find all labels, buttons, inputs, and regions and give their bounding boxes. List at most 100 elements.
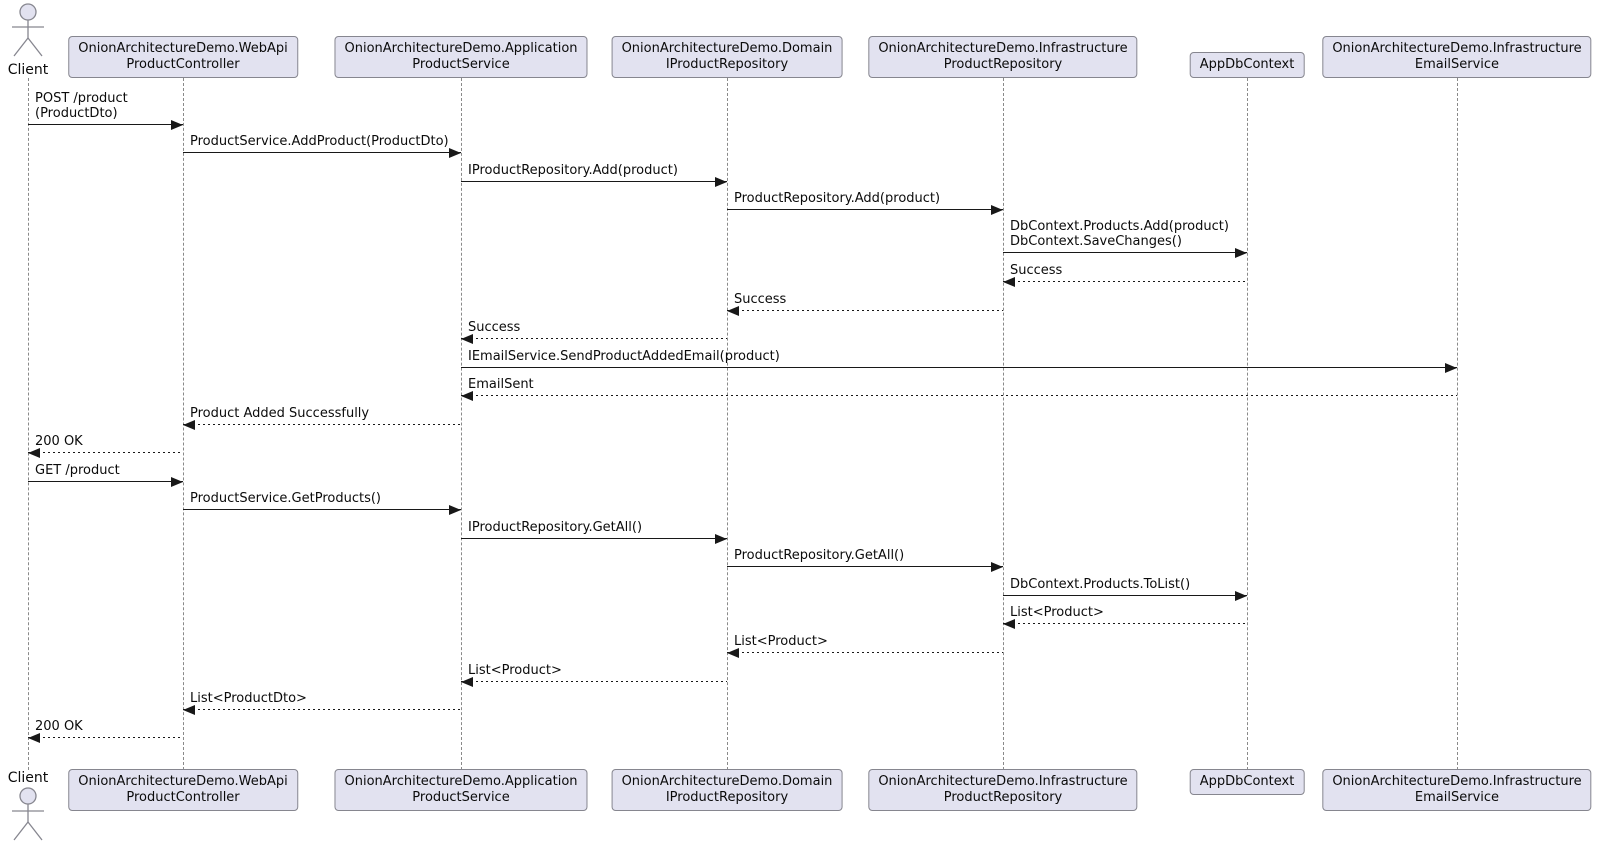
arrowhead-icon [449, 504, 461, 515]
message-label-line: (ProductDto) [35, 106, 118, 121]
arrowhead-icon [715, 176, 727, 187]
message-label: Success [734, 292, 786, 307]
message-label-line: Success [734, 292, 787, 307]
message-arrow [1003, 595, 1247, 596]
message-label-line: GET /product [35, 463, 120, 478]
message-arrow [183, 424, 461, 425]
participant-label: OnionArchitectureDemo.Domain [621, 774, 833, 789]
message-label: List<Product> [734, 634, 828, 649]
message-label-line: POST /product [35, 91, 128, 106]
arrowhead-icon [183, 704, 195, 715]
participant-label: AppDbContext [1199, 57, 1295, 72]
message-label: IProductRepository.GetAll() [468, 520, 642, 535]
message-label: Success [468, 320, 520, 335]
participant-label: OnionArchitectureDemo.Infrastructure [1332, 41, 1582, 56]
actor-figure [5, 2, 51, 62]
message-label-line: Success [468, 320, 521, 335]
participant-label: OnionArchitectureDemo.Domain [621, 41, 833, 56]
message-label: Success [1010, 263, 1062, 278]
message-label-line: Product Added Successfully [190, 406, 370, 421]
message-label: DbContext.Products.Add(product)DbContext… [1010, 219, 1229, 249]
participant-label: ProductRepository [943, 57, 1063, 72]
actor-bottom: Client [5, 770, 51, 846]
message-arrow [461, 181, 727, 182]
arrowhead-icon [449, 147, 461, 158]
message-arrow [28, 481, 183, 482]
participant-label: EmailService [1414, 790, 1500, 805]
message-arrow [727, 566, 1003, 567]
message-label-line: EmailSent [468, 377, 534, 392]
actor-top: Client [5, 2, 51, 78]
message-label: Product Added Successfully [190, 406, 369, 421]
message-label-line: List<Product> [734, 634, 828, 649]
actor-icon [12, 3, 44, 57]
message-arrow [727, 310, 1003, 311]
participant-label: IProductRepository [665, 790, 789, 805]
message-label: POST /product(ProductDto) [35, 91, 128, 121]
message-arrow [28, 452, 183, 453]
participant-label: OnionArchitectureDemo.Application [344, 41, 578, 56]
lifeline-irepo [727, 78, 728, 770]
message-arrow [461, 395, 1457, 396]
message-label: ProductService.GetProducts() [190, 491, 381, 506]
participant-label: OnionArchitectureDemo.WebApi [78, 774, 288, 789]
participant-label: OnionArchitectureDemo.Infrastructure [878, 41, 1128, 56]
message-arrow [1003, 281, 1247, 282]
arrowhead-icon [171, 119, 183, 130]
message-label: DbContext.Products.ToList() [1010, 577, 1190, 592]
message-label-line: ProductRepository.GetAll() [734, 548, 905, 563]
message-arrow [727, 652, 1003, 653]
arrowhead-icon [991, 561, 1003, 572]
participant-label: OnionArchitectureDemo.Infrastructure [1332, 774, 1582, 789]
message-label-line: 200 OK [35, 434, 83, 449]
arrowhead-icon [1003, 276, 1015, 287]
arrowhead-icon [1235, 590, 1247, 601]
arrowhead-icon [461, 676, 473, 687]
lifeline-client [28, 78, 29, 770]
message-label-line: ProductService.AddProduct(ProductDto) [190, 134, 449, 149]
message-label: 200 OK [35, 434, 83, 449]
participant-label: IProductRepository [665, 57, 789, 72]
message-arrow [183, 152, 461, 153]
arrowhead-icon [461, 390, 473, 401]
lifeline-db [1247, 78, 1248, 770]
arrowhead-icon [28, 732, 40, 743]
actor-label: Client [7, 62, 49, 78]
message-label: EmailSent [468, 377, 534, 392]
message-arrow [1003, 623, 1247, 624]
message-label-line: IProductRepository.Add(product) [468, 163, 678, 178]
lifeline-repo [1003, 78, 1004, 770]
arrowhead-icon [28, 447, 40, 458]
message-arrow [183, 509, 461, 510]
message-arrow [1003, 252, 1247, 253]
message-label: GET /product [35, 463, 120, 478]
actor-figure [5, 786, 51, 846]
arrowhead-icon [171, 476, 183, 487]
message-arrow [461, 367, 1457, 368]
participant-label: AppDbContext [1199, 774, 1295, 789]
participant-label: OnionArchitectureDemo.Application [344, 774, 578, 789]
arrowhead-icon [1445, 362, 1457, 373]
lifeline-service [461, 78, 462, 770]
message-label-line: ProductService.GetProducts() [190, 491, 381, 506]
participant-label: EmailService [1414, 57, 1500, 72]
message-label: 200 OK [35, 719, 83, 734]
message-label: List<ProductDto> [190, 691, 307, 706]
message-label: List<Product> [1010, 605, 1104, 620]
message-label-line: List<Product> [468, 663, 562, 678]
arrowhead-icon [1003, 618, 1015, 629]
message-label-line: ProductRepository.Add(product) [734, 191, 941, 206]
message-label-line: DbContext.SaveChanges() [1010, 234, 1182, 249]
message-label-line: List<ProductDto> [190, 691, 307, 706]
message-label-line: DbContext.Products.Add(product) [1010, 219, 1229, 234]
participant-label: ProductRepository [943, 790, 1063, 805]
